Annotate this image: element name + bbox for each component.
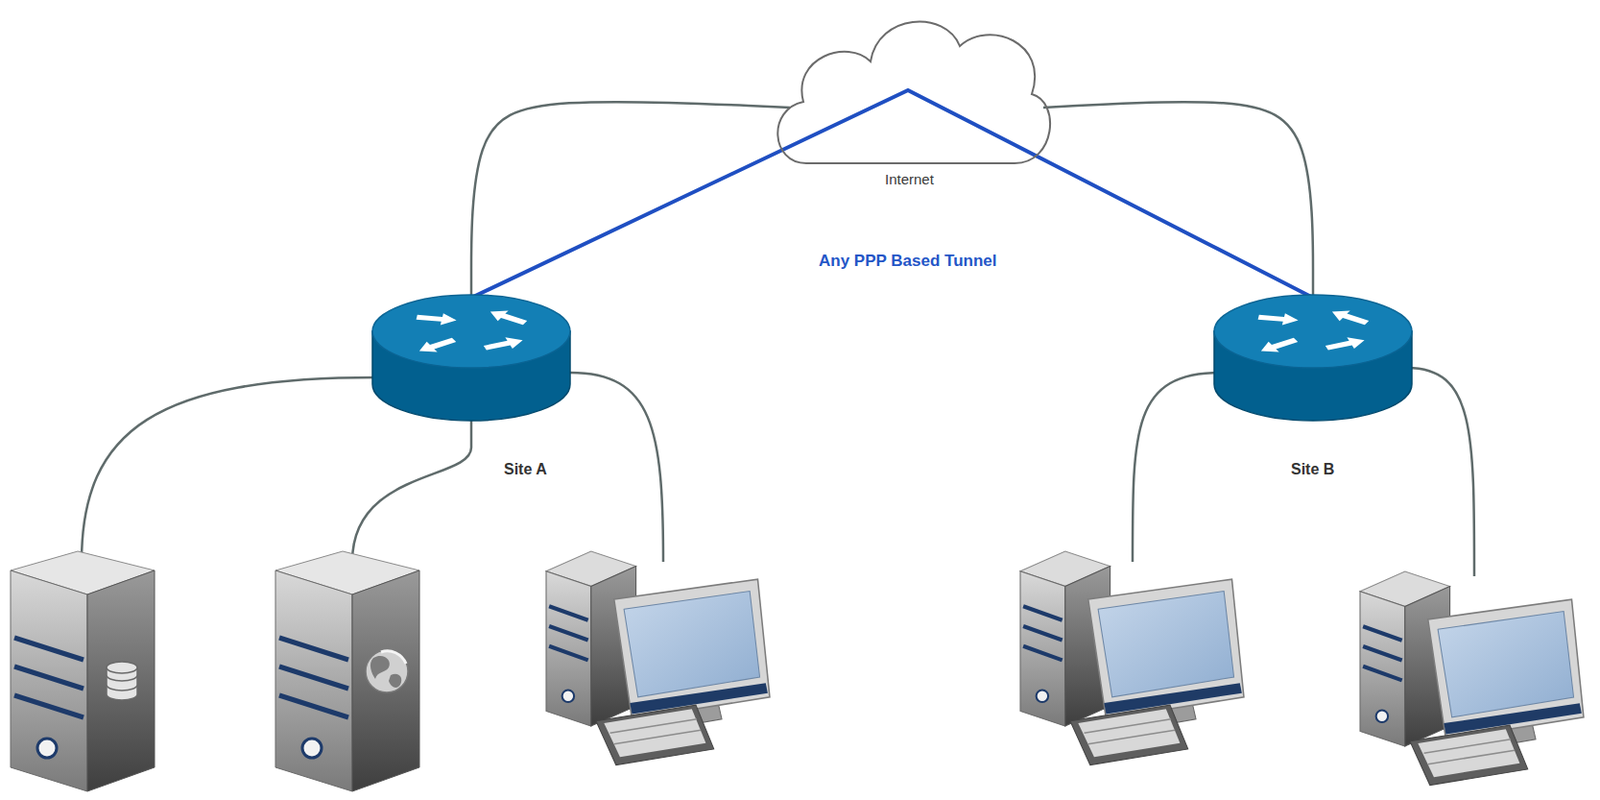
router: Site B: [1212, 287, 1416, 485]
workstation: [546, 550, 770, 765]
workstation: [1020, 550, 1244, 765]
lan-wire: [1132, 372, 1221, 562]
lan-wire: [570, 372, 664, 562]
tunnel-label: Any PPP Based Tunnel: [815, 251, 1000, 271]
tunnel-line: [471, 90, 1314, 298]
router-icon: [370, 287, 574, 485]
site-label: Site A: [503, 460, 548, 478]
lan-wire: [352, 418, 472, 562]
router-top: [1214, 294, 1412, 368]
router: Site A: [370, 287, 574, 485]
lan-wire: [81, 377, 377, 562]
router-arrows: [1255, 306, 1372, 357]
cloud-outline: [777, 22, 1051, 164]
router-icon: [1212, 287, 1416, 485]
uplink-line: [1043, 101, 1314, 298]
router-arrows: [413, 306, 530, 357]
cloud-shape: [763, 0, 1056, 197]
workstation: [1360, 571, 1584, 786]
cloud-label: Internet: [884, 170, 934, 188]
router-top: [372, 294, 571, 368]
database-server: [10, 550, 155, 791]
internet-cloud: Internet: [763, 0, 1056, 197]
site-label: Site B: [1290, 460, 1335, 478]
lan-wire: [1407, 367, 1475, 576]
uplink-line: [471, 101, 790, 298]
web-server: [275, 550, 420, 791]
